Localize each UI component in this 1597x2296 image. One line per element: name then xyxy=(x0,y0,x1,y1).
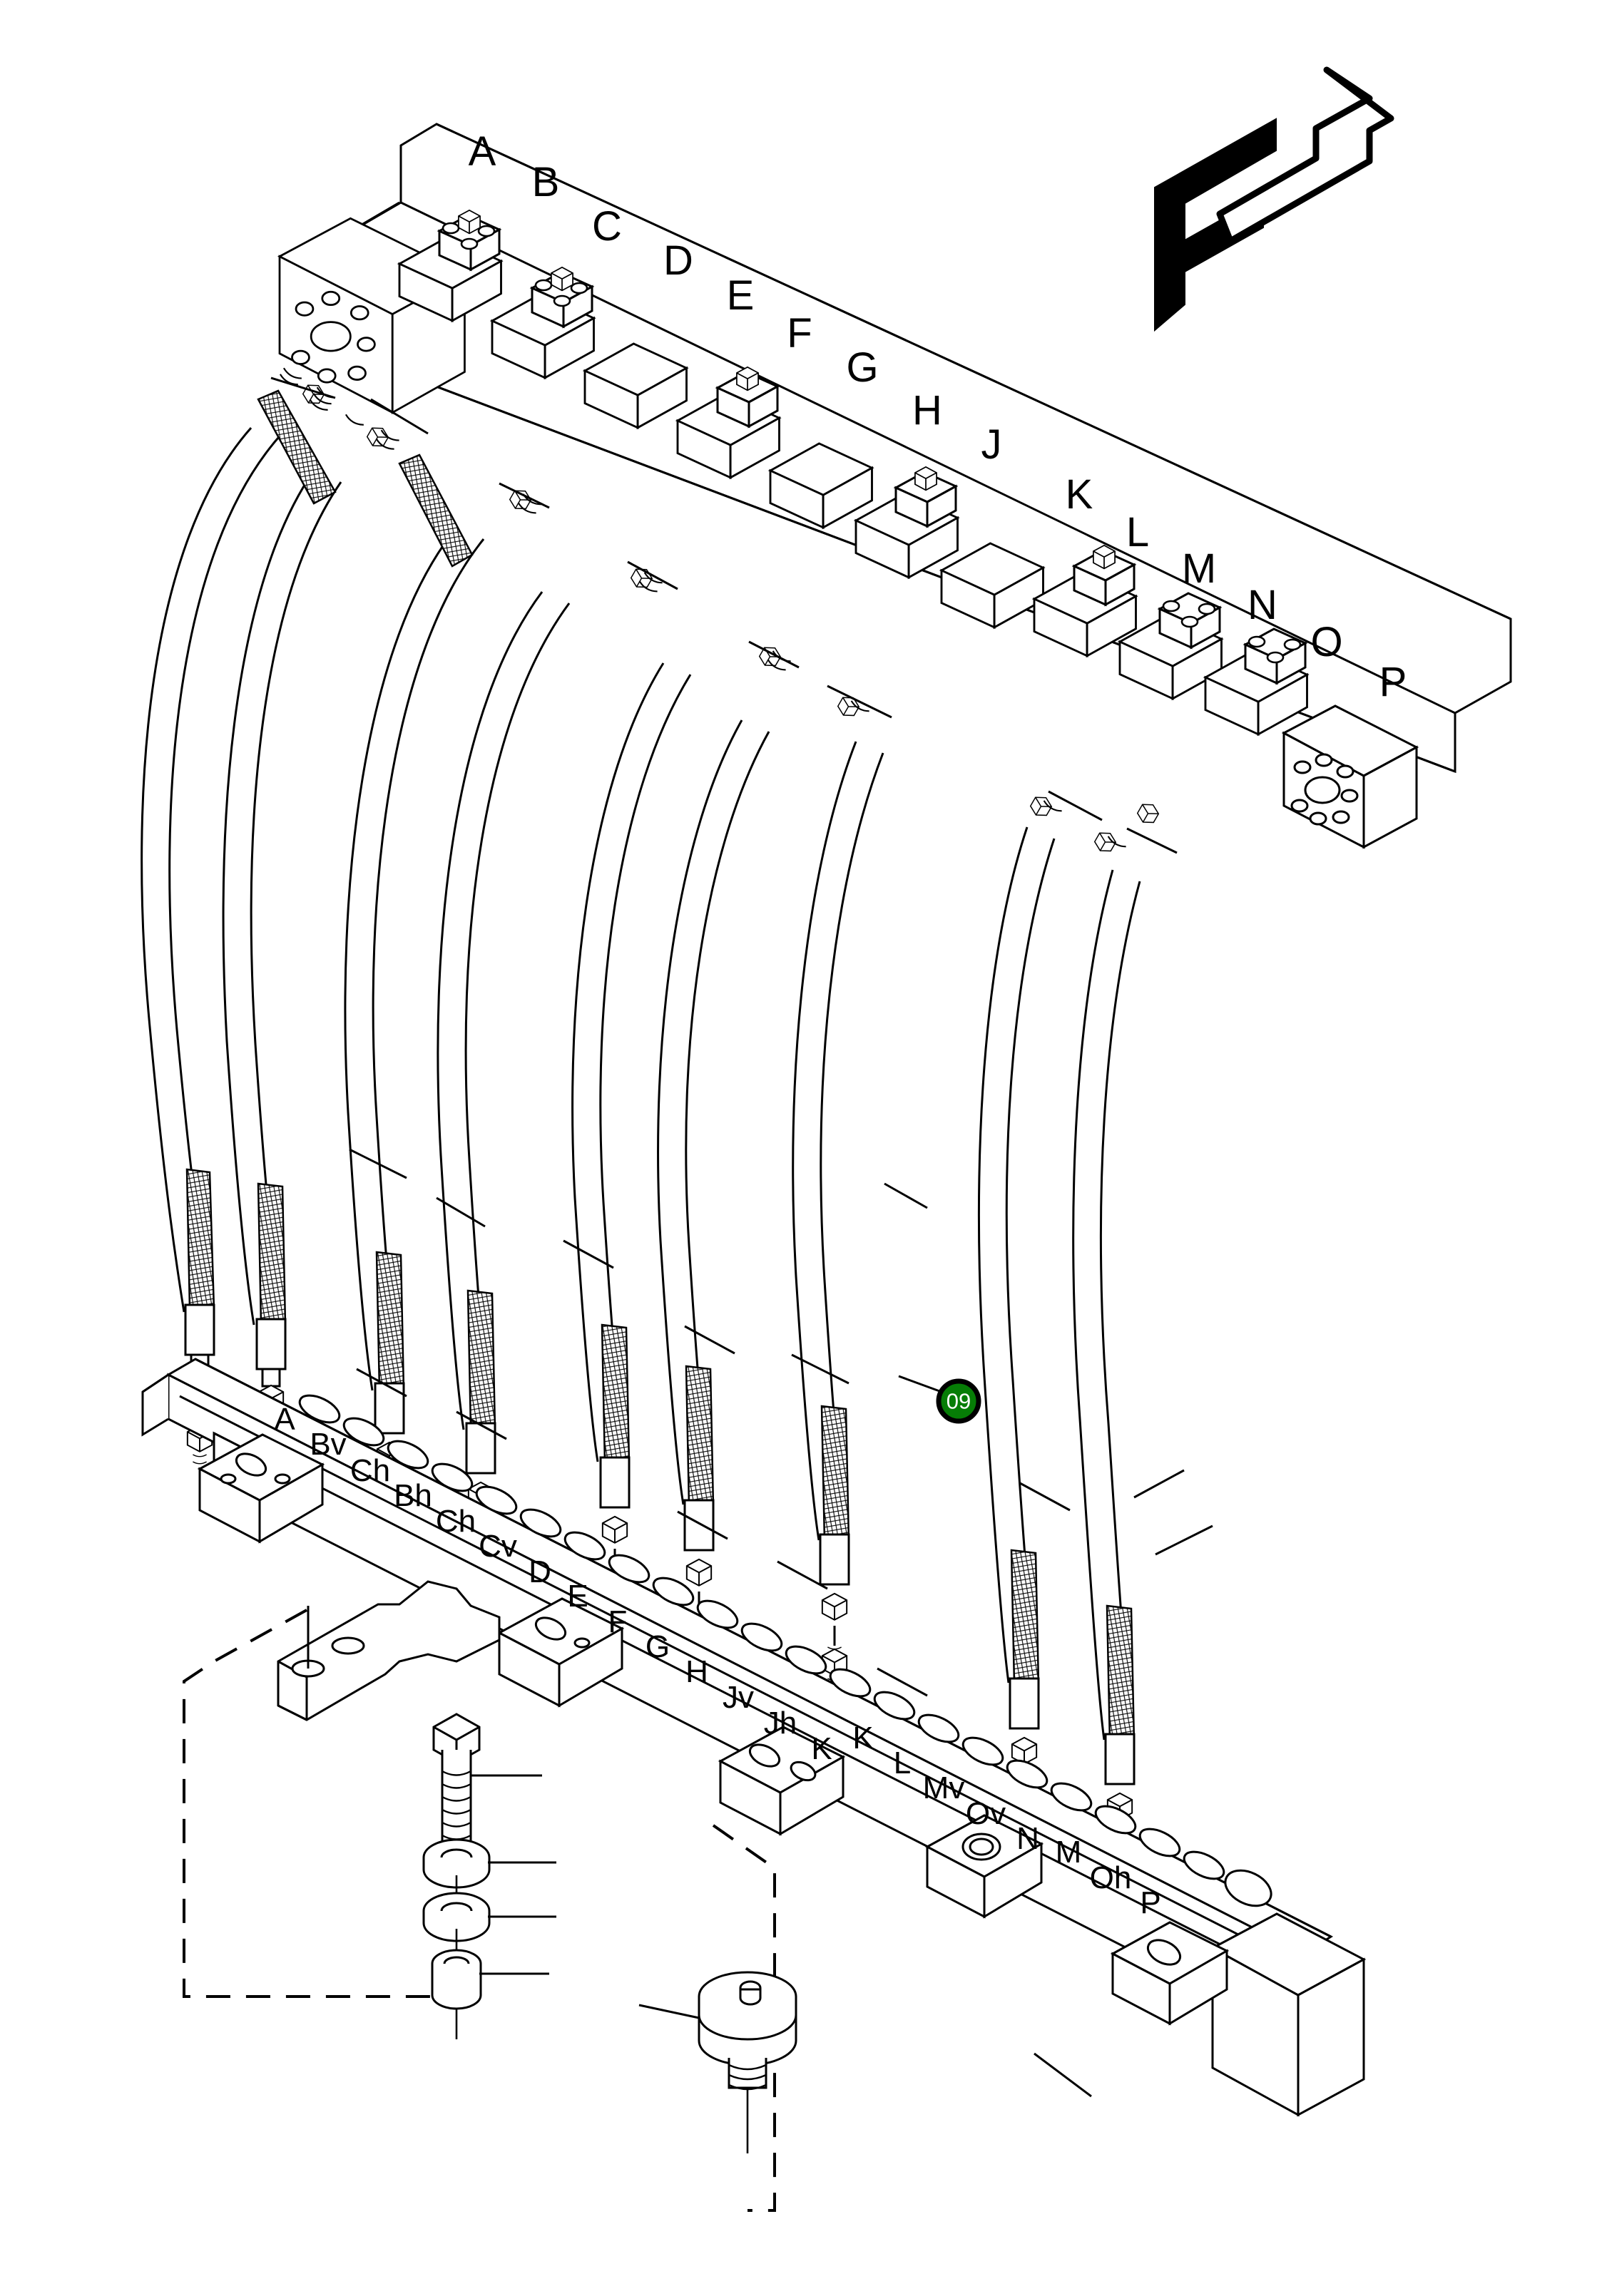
lower-port-label-d-6: D xyxy=(529,1554,551,1589)
lower-port-label-p-21: P xyxy=(1140,1885,1160,1920)
lower-port-label-k-13: K xyxy=(811,1731,832,1766)
hose-clamp-brackets xyxy=(197,1433,1230,2026)
upper-port-label-p-14: P xyxy=(1379,659,1407,705)
lower-port-label-a-0: A xyxy=(274,1402,295,1437)
lower-port-label-e-7: E xyxy=(567,1579,588,1614)
hex-bolt xyxy=(432,1713,481,1882)
view-direction-marker xyxy=(1154,66,1394,332)
upper-port-label-c-2: C xyxy=(592,203,622,250)
upper-port-label-m-11: M xyxy=(1182,545,1216,592)
callout-badge-09[interactable]: 09 xyxy=(898,1375,981,1424)
lower-rail-ports xyxy=(298,1394,1272,1907)
lower-port-label-l-15: L xyxy=(894,1746,911,1780)
view-direction-arrow-icon xyxy=(1216,66,1394,245)
lower-port-label-bh-3: Bh xyxy=(394,1478,432,1513)
flat-washer-lower xyxy=(422,1892,491,1959)
misc-leader-lines xyxy=(1034,1524,1213,2098)
upper-port-label-b-1: B xyxy=(532,159,560,205)
flat-washer-upper xyxy=(422,1838,491,1906)
lower-port-label-f-8: F xyxy=(608,1604,628,1639)
mounting-bracket xyxy=(277,1580,501,1721)
lower-port-label-g-9: G xyxy=(646,1629,670,1664)
lower-port-label-h-10: H xyxy=(685,1654,708,1689)
upper-valve-blocks xyxy=(277,210,1419,849)
upper-port-label-a-0: A xyxy=(469,128,496,175)
view-letter-F xyxy=(1154,118,1277,332)
hose-braid-sleeves xyxy=(185,389,1136,1744)
upper-port-label-j-8: J xyxy=(981,421,1002,468)
cap-plug-assembly xyxy=(638,1971,797,2153)
upper-port-label-h-7: H xyxy=(912,387,942,434)
lower-port-label-mv-16: Mv xyxy=(923,1770,965,1805)
upper-port-label-f-5: F xyxy=(787,310,812,357)
upper-port-label-g-6: G xyxy=(846,344,878,391)
lower-port-label-jh-12: Jh xyxy=(764,1706,797,1741)
lower-port-label-k-14: K xyxy=(852,1721,873,1756)
lower-port-label-cv-5: Cv xyxy=(479,1529,517,1564)
lower-port-label-oh-20: Oh xyxy=(1090,1860,1132,1895)
upper-port-label-e-4: E xyxy=(727,272,755,319)
lower-port-label-ov-17: Ov xyxy=(966,1796,1006,1831)
lower-port-label-ch-2: Ch xyxy=(350,1453,390,1488)
upper-port-label-l-10: L xyxy=(1126,509,1149,555)
upper-port-label-o-13: O xyxy=(1310,619,1342,665)
lower-port-label-bv-1: Bv xyxy=(310,1427,346,1462)
upper-port-label-n-12: N xyxy=(1248,582,1277,628)
upper-port-label-d-3: D xyxy=(663,237,693,284)
lower-port-label-n-18: N xyxy=(1016,1821,1039,1856)
callout-circle xyxy=(936,1378,981,1424)
lower-port-label-jv-11: Jv xyxy=(723,1680,754,1715)
bolt-washer-nut-stack xyxy=(422,1713,556,2039)
callout-number: 09 xyxy=(947,1389,971,1414)
hose-leader-lines xyxy=(349,1148,1185,1697)
callout-leader-line xyxy=(898,1375,942,1393)
upper-port-label-k-9: K xyxy=(1066,471,1093,518)
hex-nut xyxy=(431,1949,482,2039)
lower-port-label-m-19: M xyxy=(1056,1835,1082,1870)
lower-port-label-ch-4: Ch xyxy=(436,1504,476,1539)
upper-adapter-fittings xyxy=(270,367,1178,856)
